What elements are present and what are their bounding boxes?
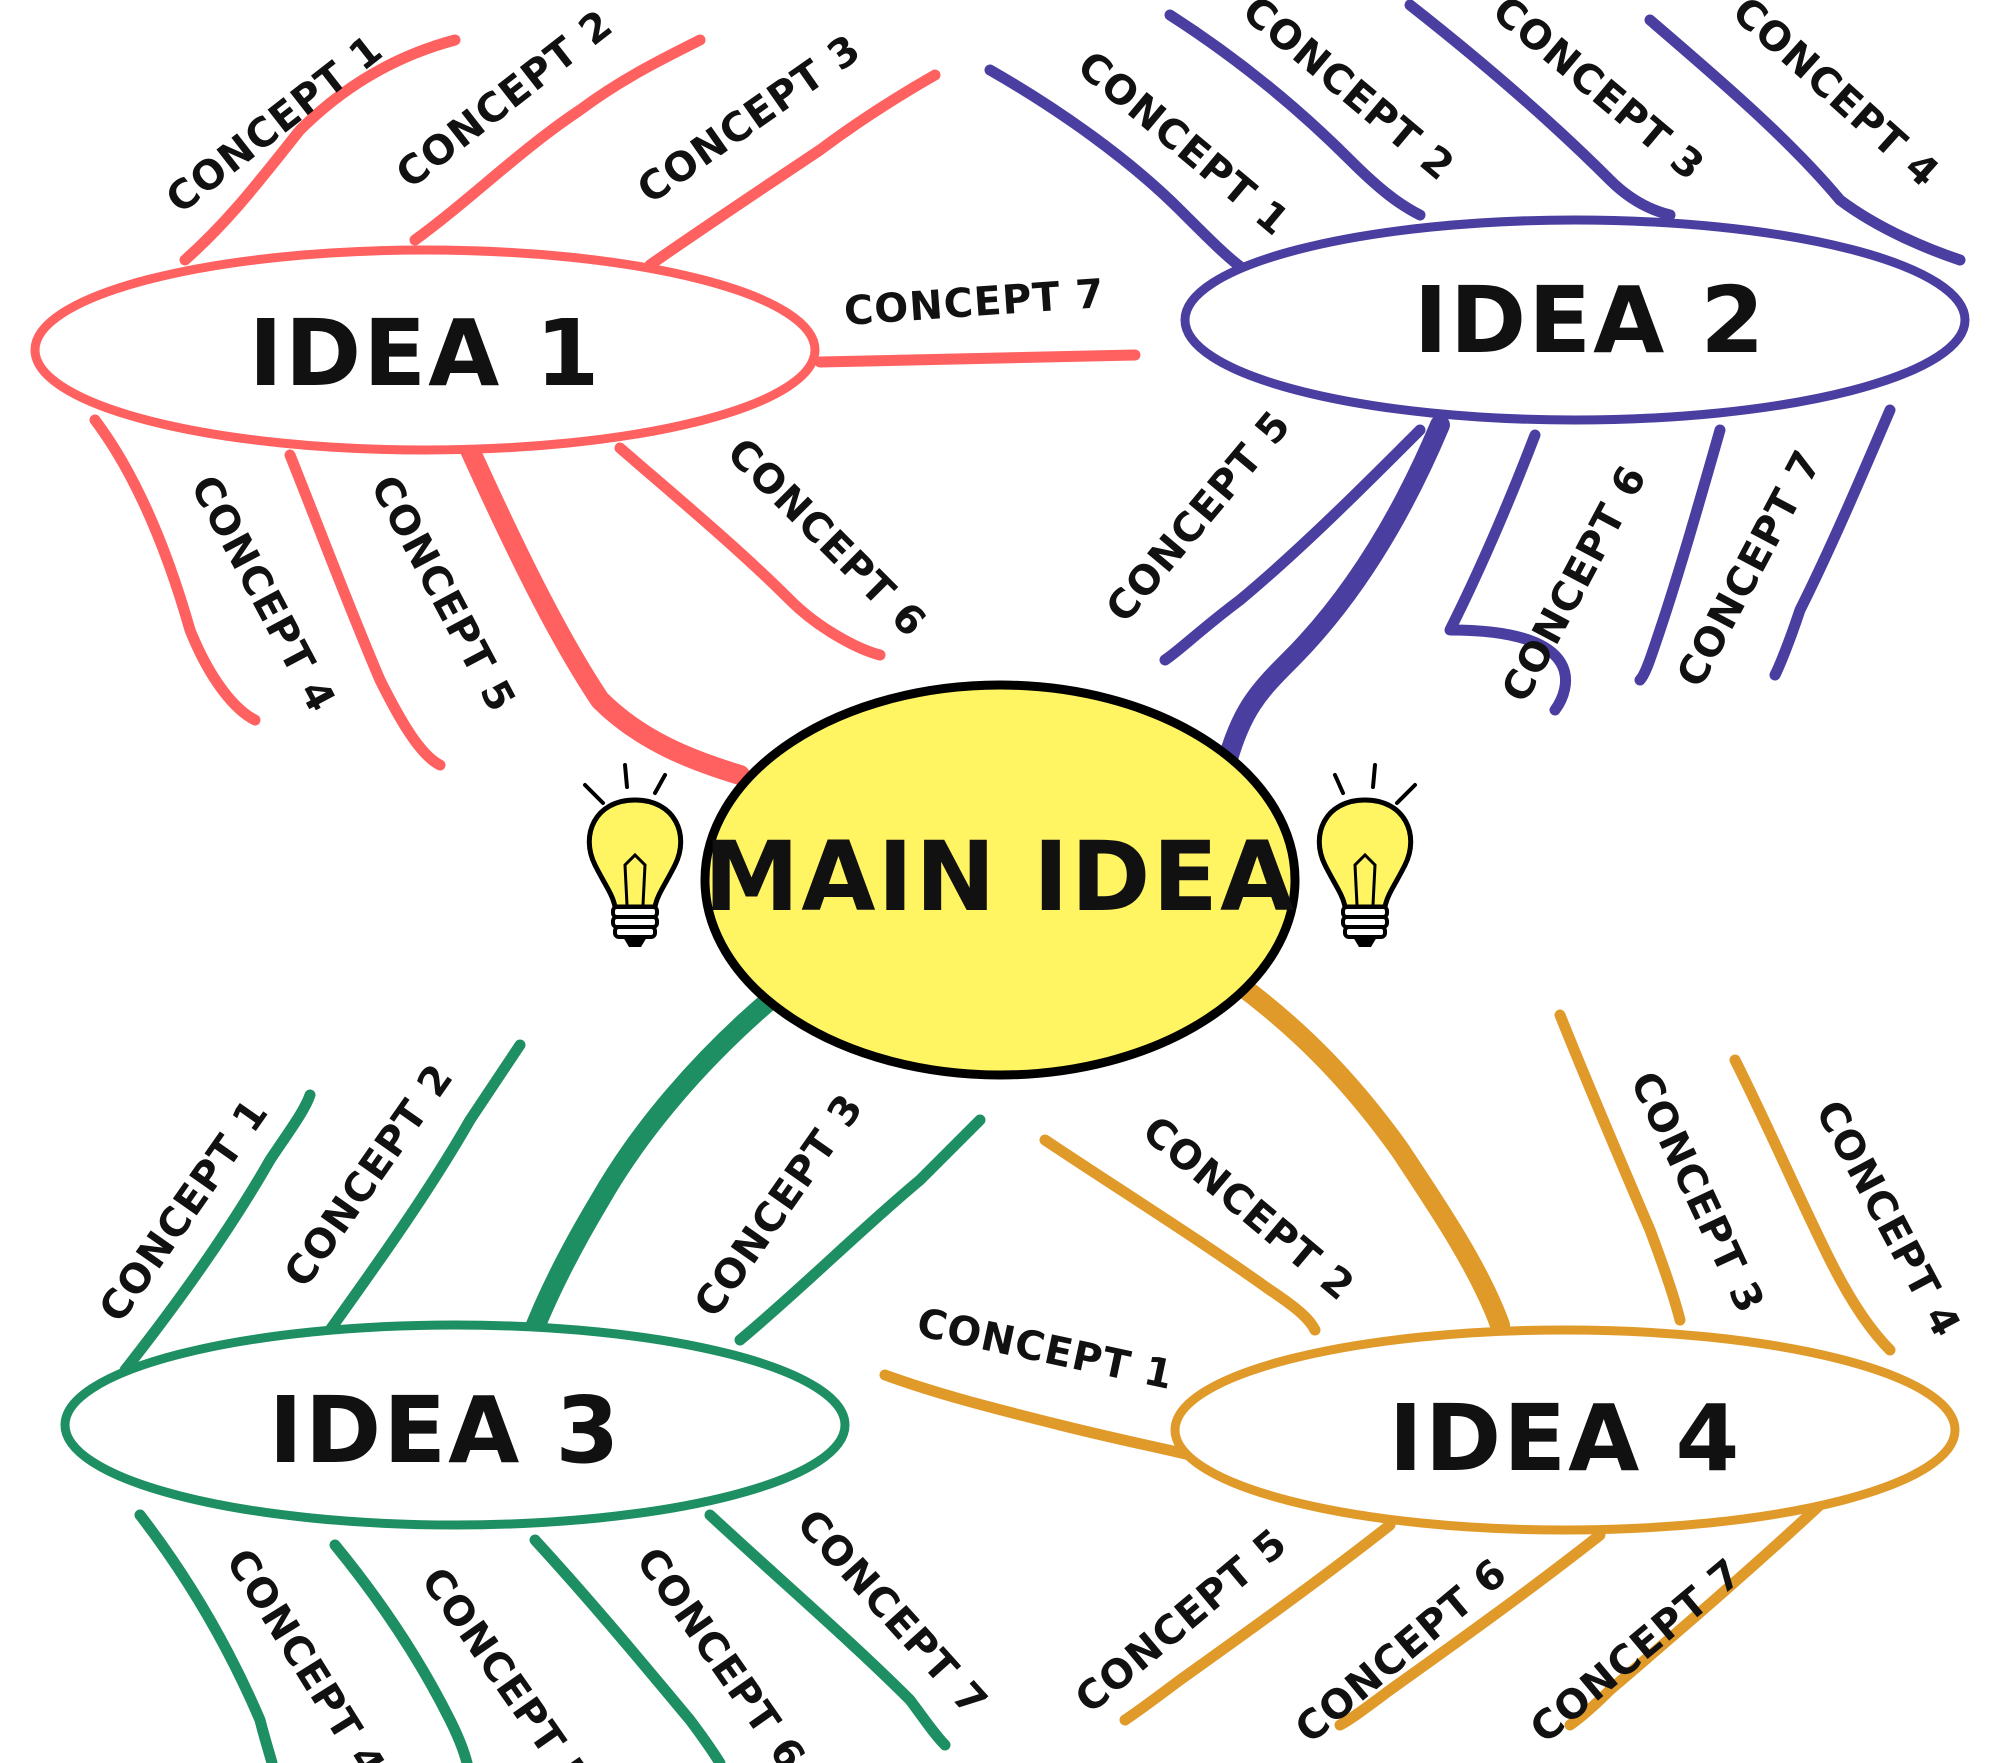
idea-4-concept-3-branch	[1554, 1009, 1686, 1326]
idea-2-concept-8-branch	[1769, 404, 1896, 681]
idea-4-bubble	[1170, 1325, 1960, 1535]
idea-3-bubble	[60, 1320, 850, 1530]
idea-1-concept-2-branch	[409, 34, 706, 246]
idea-1-concept-6-label: CONCEPT 6	[718, 430, 935, 647]
idea-3-concept-5-branch	[329, 1539, 473, 1763]
idea-3-trunk	[520, 990, 780, 1350]
idea-2-concept-7-label: CONCEPT 7	[1668, 443, 1831, 695]
idea-4-concept-1-branch	[879, 1369, 1196, 1461]
idea-4-concept-7-label: CONCEPT 7	[1522, 1550, 1751, 1753]
idea-3-concept-4-label: CONCEPT 4	[217, 1541, 394, 1763]
idea-3-concept-3-branch	[734, 1114, 986, 1346]
idea-4-concept-6-branch	[1334, 1529, 1606, 1731]
idea-1-label: IDEA 1	[249, 300, 602, 407]
idea-2-concept-6-label: CONCEPT 6	[1493, 458, 1656, 710]
idea-4-label: IDEA 4	[1389, 1385, 1742, 1492]
idea-2-concept-6-branch	[1444, 429, 1571, 716]
idea-3-concept-1-branch	[119, 1089, 316, 1376]
idea-1-trunk	[460, 440, 750, 785]
idea-1-concept-1-label: CONCEPT 1	[158, 26, 392, 223]
idea-2-concept-2-branch	[1164, 9, 1426, 221]
idea-1-concept-6-branch	[614, 442, 886, 661]
idea-3-concept-6-label: CONCEPT 6	[627, 1539, 814, 1763]
lightbulb-icon	[1316, 763, 1417, 947]
idea-2-concept-1-branch	[984, 64, 1251, 276]
idea-4-concept-1-label: CONCEPT 1	[913, 1300, 1178, 1399]
idea-1-concept-7-label: CONCEPT 7	[842, 271, 1105, 335]
idea-1-group: IDEA 1 CONCEPT 1 CONCEPT 2 CONCEPT 3 CON…	[30, 1, 1141, 785]
main-idea-label: MAIN IDEA	[704, 821, 1297, 933]
idea-2-concept-5-label: CONCEPT 5	[1097, 402, 1300, 631]
idea-1-concept-4-label: CONCEPT 4	[181, 468, 344, 720]
idea-1-concept-3-branch	[644, 69, 941, 271]
idea-3-concept-7-branch	[704, 1509, 951, 1751]
idea-2-concept-4-branch	[1644, 14, 1966, 266]
idea-2-concept-7-branch	[1634, 424, 1726, 686]
idea-4-trunk	[1230, 975, 1510, 1335]
idea-1-bubble	[30, 245, 820, 455]
idea-3-label: IDEA 3	[269, 1377, 622, 1484]
idea-3-concept-4-branch	[134, 1509, 278, 1763]
main-idea-group: MAIN IDEA	[700, 680, 1300, 1080]
idea-1-concept-7-branch	[814, 349, 1141, 368]
lightbulb-icon	[583, 763, 684, 947]
idea-2-concept-3-branch	[1404, 0, 1676, 221]
idea-4-group: IDEA 4 CONCEPT 1 CONCEPT 2 CONCEPT 3 CON…	[879, 975, 1969, 1753]
idea-2-trunk	[1215, 415, 1450, 780]
idea-4-concept-7-branch	[1564, 1499, 1826, 1731]
idea-2-bubble	[1180, 215, 1970, 425]
idea-3-concept-5-label: CONCEPT 5	[412, 1559, 599, 1763]
idea-2-concept-5-branch	[1159, 424, 1426, 666]
idea-1-concept-5-branch	[284, 449, 446, 771]
idea-1-concept-1-branch	[179, 34, 461, 266]
idea-3-concept-2-branch	[324, 1039, 526, 1336]
idea-4-concept-4-label: CONCEPT 4	[1806, 1093, 1969, 1345]
idea-1-concept-4-branch	[89, 414, 261, 726]
idea-4-concept-4-branch	[1729, 1054, 1896, 1356]
idea-2-concept-4-label: CONCEPT 4	[1723, 0, 1948, 197]
idea-4-concept-5-branch	[1119, 1519, 1396, 1726]
idea-3-concept-3-label: CONCEPT 3	[686, 1086, 873, 1326]
idea-4-concept-2-branch	[1039, 1134, 1321, 1336]
idea-3-group: IDEA 3 CONCEPT 1 CONCEPT 2 CONCEPT 3 CON…	[60, 990, 996, 1763]
main-idea-bubble	[700, 680, 1300, 1080]
idea-2-group: IDEA 2 CONCEPT 1 CONCEPT 2 CONCEPT 3 CON…	[984, 0, 1970, 780]
idea-3-concept-6-branch	[529, 1534, 726, 1763]
idea-2-label: IDEA 2	[1414, 267, 1767, 374]
